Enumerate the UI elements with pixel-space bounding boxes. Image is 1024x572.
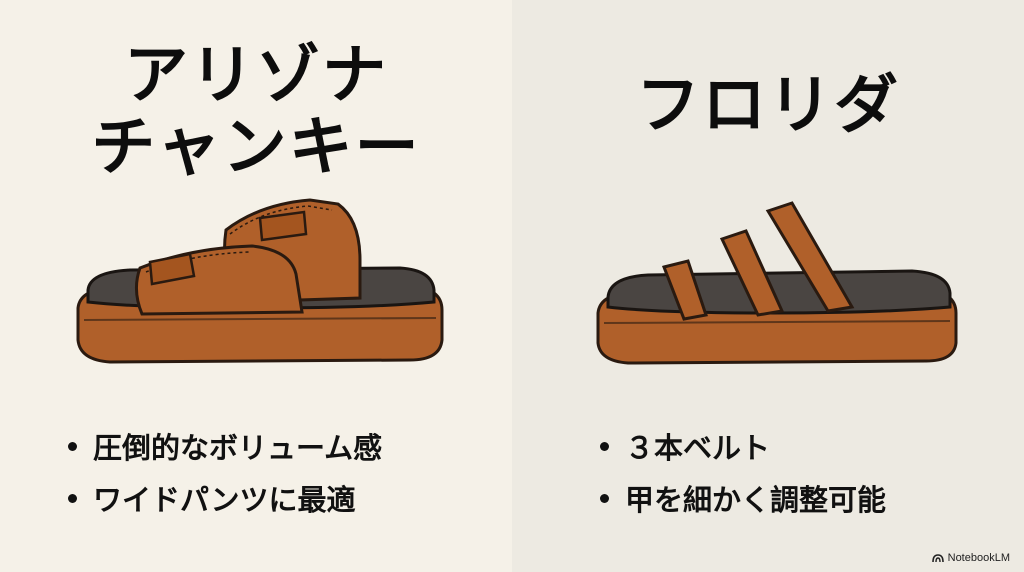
bullet-text: 圧倒的なボリューム感 (93, 431, 383, 465)
bullet-text: ３本ベルト (625, 431, 771, 465)
sandal-strap-2 (719, 229, 785, 317)
list-item: ３本ベルト (600, 420, 886, 472)
right-title: フロリダ (636, 69, 900, 143)
watermark-text: NotebookLM (947, 552, 1010, 564)
sandal-strap-3 (765, 201, 855, 313)
bullet-dot (68, 493, 77, 503)
notebooklm-watermark: NotebookLM (931, 552, 1010, 564)
left-title-line1: アリゾナ (124, 39, 388, 113)
bullet-dot (68, 441, 77, 451)
left-panel: アリゾナ チャンキー 圧倒的なボリューム感 ワイドパンツに最適 (0, 0, 512, 572)
left-feature-list: 圧倒的なボリューム感 ワイドパンツに最適 (68, 420, 382, 524)
sandal-strap-1 (661, 259, 708, 321)
bullet-dot (600, 441, 609, 451)
two-strap-sandal-image (76, 198, 444, 364)
bullet-text: ワイドパンツに最適 (93, 483, 356, 517)
three-strap-sandal-image (596, 201, 958, 365)
list-item: ワイドパンツに最適 (68, 472, 382, 524)
list-item: 甲を細かく調整可能 (600, 472, 886, 524)
bullet-text: 甲を細かく調整可能 (625, 483, 887, 517)
left-title-line2: チャンキー (91, 111, 421, 185)
right-panel: フロリダ ３本ベルト 甲を細かく調整可能 (512, 0, 1024, 572)
list-item: 圧倒的なボリューム感 (68, 420, 382, 472)
bullet-dot (600, 493, 609, 503)
right-feature-list: ３本ベルト 甲を細かく調整可能 (600, 420, 886, 524)
notebooklm-logo-icon (931, 554, 944, 563)
